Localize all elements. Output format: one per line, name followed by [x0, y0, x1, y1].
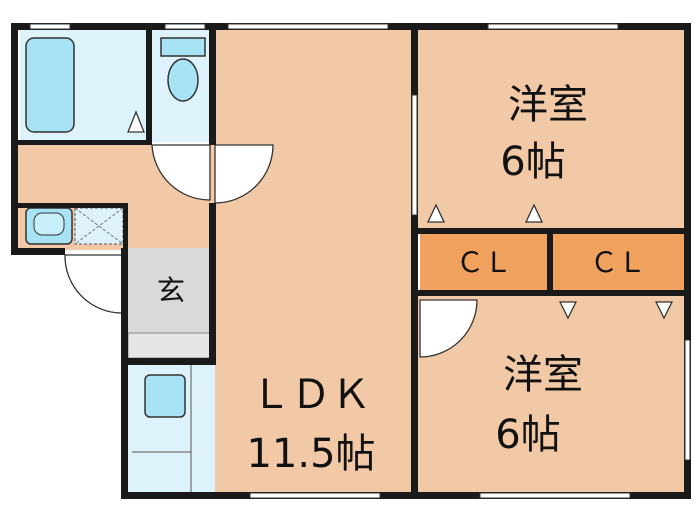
closet-right-label: ＣＬ [590, 246, 646, 279]
windows [29, 23, 691, 499]
wall-top-main [213, 23, 691, 30]
window-top-4 [487, 23, 619, 30]
entrance-step [127, 332, 215, 359]
window-center [411, 94, 418, 216]
door-swing-ldk [214, 144, 274, 204]
washer-cross-2 [74, 207, 124, 245]
room-bottom-size: 6帖 [495, 412, 560, 458]
closet-door-marker-2 [524, 203, 544, 223]
wall-entry-left [121, 248, 128, 499]
wall-right [684, 23, 691, 499]
room-top-size: 6帖 [500, 139, 565, 185]
wall-entrance-bottom [121, 358, 216, 365]
wall-bath-toilet [146, 23, 152, 145]
doors [64, 110, 674, 358]
wall-ldk-left-upper [209, 23, 216, 145]
toilet-tank [160, 37, 206, 57]
sink [144, 374, 186, 418]
ldk-name: ＬＤＫ [251, 372, 371, 418]
closet-door-marker-1 [426, 203, 446, 223]
window-top-2 [164, 23, 206, 30]
window-top-1 [29, 23, 71, 30]
door-swing-entrance [64, 254, 123, 314]
wall-center [411, 23, 418, 499]
wall-left-notch [11, 248, 65, 255]
ldk-floor [215, 30, 413, 492]
room-top-name: 洋室 [508, 82, 588, 128]
bathtub [25, 37, 75, 133]
wall-top-left [11, 23, 221, 30]
bath-door-marker [127, 110, 145, 133]
toilet-bowl [167, 58, 199, 102]
wall-ldk-left-lower [209, 203, 216, 365]
window-right [684, 339, 691, 461]
window-bottom-1 [249, 492, 381, 499]
window-top-3 [227, 23, 389, 30]
closet-left [420, 233, 547, 290]
closet-right [553, 233, 684, 290]
entrance-label: 玄 [157, 274, 185, 307]
washbasin-bowl [33, 212, 65, 236]
wall-utility [18, 203, 128, 208]
labels: 洋室 6帖 洋室 6帖 ＬＤＫ 11.5帖 玄 ＣＬ ＣＬ [157, 82, 646, 477]
wall-closet-divider [547, 228, 553, 296]
door-swing-room-bottom [419, 299, 478, 358]
wall-left-upper [11, 23, 18, 255]
closet-left-label: ＣＬ [456, 246, 512, 279]
window-bottom-2 [479, 492, 631, 499]
room-top-floor [418, 30, 684, 230]
closet-door-marker-4 [654, 301, 674, 320]
fixtures [25, 37, 206, 492]
ldk-size: 11.5帖 [246, 431, 375, 477]
walls [11, 23, 691, 499]
wall-utility-right [123, 203, 128, 248]
closet-door-marker-3 [558, 301, 578, 320]
door-swing-hall [151, 144, 211, 201]
room-bottom-name: 洋室 [503, 352, 583, 398]
wall-bottom [121, 492, 691, 499]
wall-bath-bottom [18, 140, 152, 145]
